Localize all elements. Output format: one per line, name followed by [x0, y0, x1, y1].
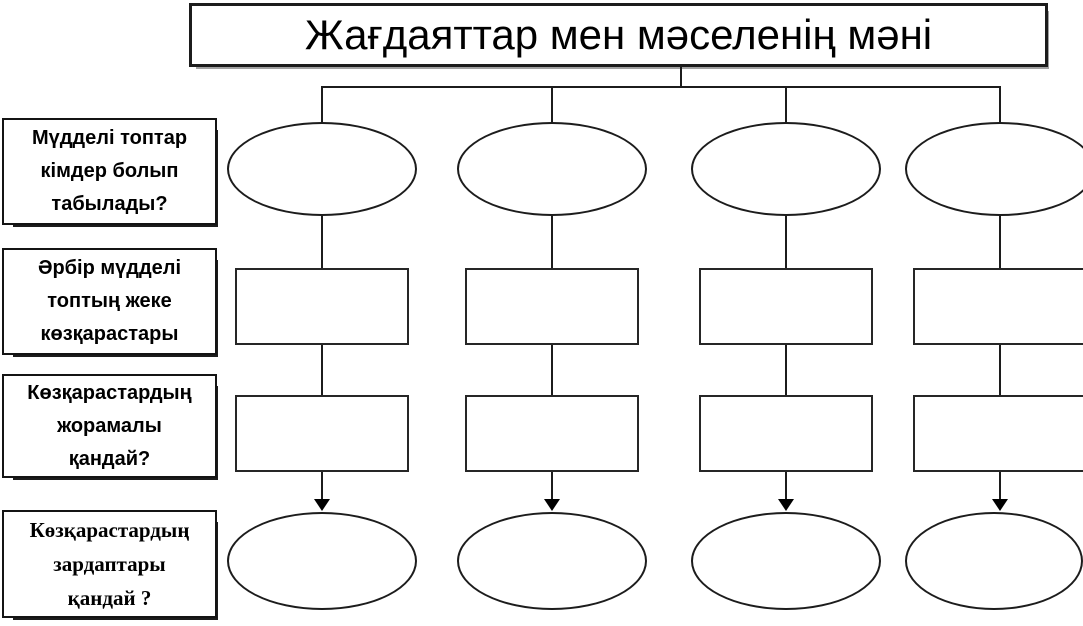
branch-drop-col2 — [551, 86, 553, 123]
branch-drop-col4 — [999, 86, 1001, 123]
stakeholder-ellipse-col3 — [691, 122, 881, 216]
consequence-ellipse-col3 — [691, 512, 881, 610]
connector-col4-row1-row2 — [999, 216, 1001, 268]
assumption-box-col1 — [235, 395, 409, 472]
viewpoint-box-col1 — [235, 268, 409, 345]
stakeholder-ellipse-col2 — [457, 122, 647, 216]
diagram-column-3 — [691, 122, 881, 610]
row-label-assumptions: Көзқарастардың жорамалы қандай? — [2, 374, 217, 478]
arrow-stem-col1 — [321, 472, 323, 501]
arrow-down-icon — [778, 499, 794, 511]
diagram-title-box: Жағдаяттар мен мәселенің мәні — [189, 3, 1048, 67]
arrow-down-icon — [992, 499, 1008, 511]
title-trunk-connector — [680, 66, 682, 87]
consequence-ellipse-col1 — [227, 512, 417, 610]
row-label-stakeholders: Мүдделі топтар кімдер болып табылады? — [2, 118, 217, 225]
assumption-box-col2 — [465, 395, 639, 472]
arrow-down-icon — [544, 499, 560, 511]
connector-col1-row1-row2 — [321, 216, 323, 268]
diagram-column-2 — [457, 122, 647, 610]
arrow-down-icon — [314, 499, 330, 511]
arrow-stem-col4 — [999, 472, 1001, 501]
row-label-viewpoints: Әрбір мүдделі топтың жеке көзқарастары — [2, 248, 217, 355]
stakeholder-ellipse-col4 — [905, 122, 1083, 216]
connector-col2-row2-row3 — [551, 345, 553, 395]
stakeholder-ellipse-col1 — [227, 122, 417, 216]
connector-col3-row1-row2 — [785, 216, 787, 268]
diagram-column-4 — [905, 122, 1083, 610]
connector-col2-row1-row2 — [551, 216, 553, 268]
branch-drop-col1 — [321, 86, 323, 123]
diagram-title: Жағдаяттар мен мәселенің мәні — [304, 11, 933, 58]
branch-line — [321, 86, 1001, 88]
diagram-column-1 — [227, 122, 417, 610]
assumption-box-col4 — [913, 395, 1083, 472]
viewpoint-box-col4 — [913, 268, 1083, 345]
row-label-consequences: Көзқарастардың зардаптары қандай ? — [2, 510, 217, 618]
viewpoint-box-col2 — [465, 268, 639, 345]
arrow-stem-col2 — [551, 472, 553, 501]
viewpoint-box-col3 — [699, 268, 873, 345]
connector-col4-row2-row3 — [999, 345, 1001, 395]
branch-drop-col3 — [785, 86, 787, 123]
connector-col1-row2-row3 — [321, 345, 323, 395]
consequence-ellipse-col2 — [457, 512, 647, 610]
consequence-ellipse-col4 — [905, 512, 1083, 610]
connector-col3-row2-row3 — [785, 345, 787, 395]
arrow-stem-col3 — [785, 472, 787, 501]
assumption-box-col3 — [699, 395, 873, 472]
